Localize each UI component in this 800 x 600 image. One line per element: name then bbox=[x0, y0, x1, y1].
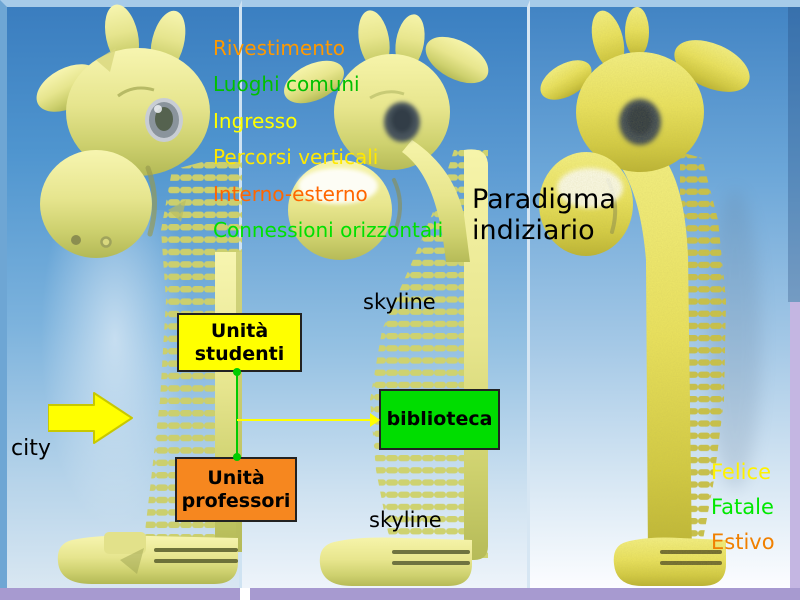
students-unit-box: Unità studenti bbox=[177, 313, 302, 372]
photo-right-edge bbox=[788, 7, 800, 302]
footer-bar-left bbox=[0, 588, 240, 600]
library-box: biblioteca bbox=[379, 389, 500, 450]
comb-handle bbox=[57, 532, 239, 584]
label-connessioni-orizzontali: Connessioni orizzontali bbox=[213, 218, 444, 243]
connector-endpoint-dot bbox=[233, 368, 241, 376]
connector-arrowhead-icon bbox=[370, 413, 380, 427]
skyline-label-bottom: skyline bbox=[369, 508, 442, 532]
professors-unit-box: Unità professori bbox=[175, 457, 297, 522]
comb-handle bbox=[319, 537, 472, 586]
connector-endpoint-dot bbox=[233, 453, 241, 461]
label-felice: Felice bbox=[711, 460, 771, 484]
footer-bar-right bbox=[250, 588, 800, 600]
label-rivestimento: Rivestimento bbox=[213, 36, 345, 60]
slide-title: Paradigma indiziario bbox=[472, 184, 616, 246]
label-interno-esterno: Interno-esterno bbox=[213, 181, 368, 206]
concept-label-list: Rivestimento Luoghi comuni Ingresso Perc… bbox=[213, 30, 443, 248]
comb-spine-edge bbox=[236, 252, 242, 552]
arrow-shape bbox=[48, 392, 133, 444]
city-label: city bbox=[11, 436, 51, 461]
slide-edge-strip bbox=[790, 302, 800, 588]
season-label-list: Felice Fatale Estivo bbox=[711, 455, 775, 560]
label-luoghi-comuni: Luoghi comuni bbox=[213, 72, 360, 97]
giraffe-comb-photo-right bbox=[530, 0, 761, 588]
giraffe-comb-photo-middle bbox=[284, 10, 489, 586]
giraffe-nostrils bbox=[71, 235, 112, 248]
giraffe-head bbox=[36, 4, 210, 574]
label-estivo: Estivo bbox=[711, 530, 775, 554]
vertical-connector-line bbox=[236, 372, 238, 457]
comb-spine bbox=[464, 149, 488, 561]
label-percorsi-verticali: Percorsi verticali bbox=[213, 145, 379, 170]
giraffe-eye bbox=[145, 98, 183, 142]
giraffe-eye bbox=[384, 102, 420, 142]
horizontal-connector-line bbox=[237, 419, 371, 421]
city-arrow-icon bbox=[48, 392, 133, 444]
label-fatale: Fatale bbox=[711, 495, 774, 519]
label-ingresso: Ingresso bbox=[213, 108, 298, 133]
skyline-label-top: skyline bbox=[363, 290, 436, 314]
